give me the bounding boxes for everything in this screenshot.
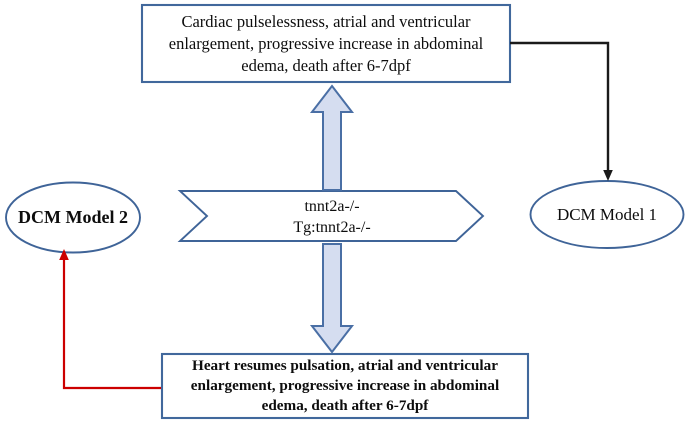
top-box-label: Cardiac pulselessness, atrial and ventri… [168, 11, 484, 75]
chevron-line-1: tnnt2a-/- [304, 197, 360, 215]
ellipse-model2-label: DCM Model 2 [18, 207, 128, 227]
bottom-box-text: Heart resumes pulsation, atrial and vent… [161, 353, 529, 419]
ellipse-model2-outline [5, 181, 141, 254]
top-box-to-model1-connector [510, 41, 610, 172]
center-chevron-outline [177, 190, 485, 242]
top-box-outline [140, 3, 512, 84]
up-block-arrow-icon [309, 84, 355, 191]
ellipse-model1-label: DCM Model 1 [556, 205, 658, 224]
top-box-text: Cardiac pulselessness, atrial and ventri… [141, 4, 511, 83]
center-chevron-text: tnnt2a-/- Tg:tnnt2a-/- [207, 191, 457, 242]
bottom-box-label: Heart resumes pulsation, atrial and vent… [190, 357, 500, 414]
chevron-line-2: Tg:tnnt2a-/- [293, 218, 371, 236]
down-block-arrow-icon [309, 243, 355, 354]
bottom-box-outline [160, 352, 530, 420]
ellipse-model1-outline [529, 180, 685, 249]
bottom-box-to-model2-arrowhead [59, 249, 69, 260]
ellipse-model1-text: DCM Model 1 [530, 181, 684, 249]
ellipse-model2-text: DCM Model 2 [5, 182, 141, 253]
bottom-box-to-model2-connector [62, 258, 161, 390]
top-box-to-model1-arrowhead [603, 170, 613, 181]
